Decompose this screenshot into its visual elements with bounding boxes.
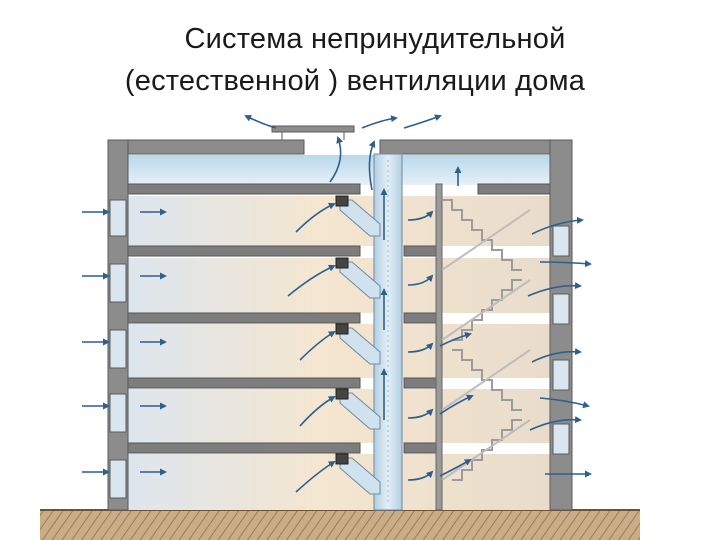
airflow-arrows — [82, 114, 592, 493]
roof-vent-cap — [271, 125, 355, 133]
left-wall — [107, 139, 129, 511]
ground — [40, 510, 640, 540]
slide-title-line-2: (естественной ) вентиляции дома — [124, 65, 586, 97]
right-wall — [549, 139, 573, 511]
branch-ducts — [339, 199, 381, 495]
ventilation-shaft — [373, 153, 403, 511]
stairwell-wall — [435, 183, 443, 511]
slide-title-line-1: Система непринудительной — [184, 23, 566, 55]
attic-floor — [127, 183, 551, 195]
vent-grilles — [335, 195, 349, 465]
staircase — [441, 199, 531, 481]
attic-space — [128, 155, 550, 185]
roof — [107, 125, 573, 155]
floor-slabs — [127, 245, 441, 454]
